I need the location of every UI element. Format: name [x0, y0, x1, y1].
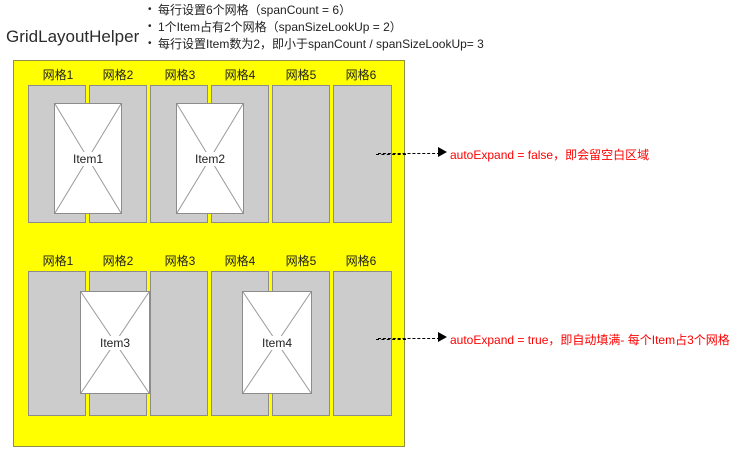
annotation-lead-1 — [376, 154, 406, 155]
cell-label-2: 网格2 — [102, 68, 134, 82]
grid-cells: Item1 Item2 — [28, 85, 392, 223]
annotation-text: autoExpand = false，即会留空白区域 — [450, 148, 650, 162]
diagram-panel: 网格1 网格2 网格3 网格4 网格5 网格6 Item1 — [13, 60, 406, 447]
bullet-item: 每行设置Item数为2，即小于spanCount / spanSizeLookU… — [148, 35, 748, 53]
cell-label-row: 网格1 网格2 网格3 网格4 网格5 网格6 — [28, 63, 392, 85]
grid-row-auto-expand-true: 网格1 网格2 网格3 网格4 网格5 网格6 Item3 — [28, 249, 392, 416]
annotation-text: autoExpand = true，即自动填满- 每个Item占3个网格 — [450, 333, 730, 347]
cell-label-3: 网格3 — [164, 254, 196, 268]
cell-label-6: 网格6 — [345, 254, 377, 268]
bullet-item: 1个Item占有2个网格（spanSizeLookUp = 2） — [148, 18, 748, 36]
cell-label-2: 网格2 — [102, 254, 134, 268]
cell-label-5: 网格5 — [285, 68, 317, 82]
item-label: Item4 — [243, 335, 311, 350]
cell-label-row: 网格1 网格2 网格3 网格4 网格5 网格6 — [28, 249, 392, 271]
cell-label-4: 网格4 — [224, 254, 256, 268]
item-box-2[interactable]: Item2 — [176, 103, 244, 214]
grid-cell-1 — [28, 271, 86, 416]
item-box-4[interactable]: Item4 — [242, 291, 312, 394]
arrow-head-icon — [438, 332, 447, 342]
grid-cells: Item3 Item4 — [28, 271, 392, 416]
item-box-3[interactable]: Item3 — [80, 291, 150, 394]
item-box-1[interactable]: Item1 — [54, 103, 122, 214]
cell-label-4: 网格4 — [224, 68, 256, 82]
cell-label-6: 网格6 — [345, 68, 377, 82]
cell-label-1: 网格1 — [42, 254, 74, 268]
annotation-connector-line — [378, 338, 440, 339]
grid-cell-5 — [272, 85, 330, 223]
annotation-connector-line — [378, 153, 440, 154]
header: GridLayoutHelper 每行设置6个网格（spanCount = 6）… — [0, 0, 752, 58]
page-title: GridLayoutHelper — [6, 27, 140, 46]
item-label: Item2 — [177, 151, 243, 166]
cell-label-1: 网格1 — [42, 68, 74, 82]
annotation-lead-2 — [376, 339, 406, 340]
item-label: Item3 — [81, 335, 149, 350]
cell-label-3: 网格3 — [164, 68, 196, 82]
arrow-head-icon — [438, 147, 447, 157]
bullet-item: 每行设置6个网格（spanCount = 6） — [148, 1, 748, 19]
grid-cell-3 — [150, 271, 208, 416]
cell-label-5: 网格5 — [285, 254, 317, 268]
grid-cell-6 — [333, 271, 392, 416]
grid-row-auto-expand-false: 网格1 网格2 网格3 网格4 网格5 网格6 Item1 — [28, 63, 392, 223]
bullet-list: 每行设置6个网格（spanCount = 6） 1个Item占有2个网格（spa… — [148, 1, 748, 53]
item-label: Item1 — [55, 151, 121, 166]
